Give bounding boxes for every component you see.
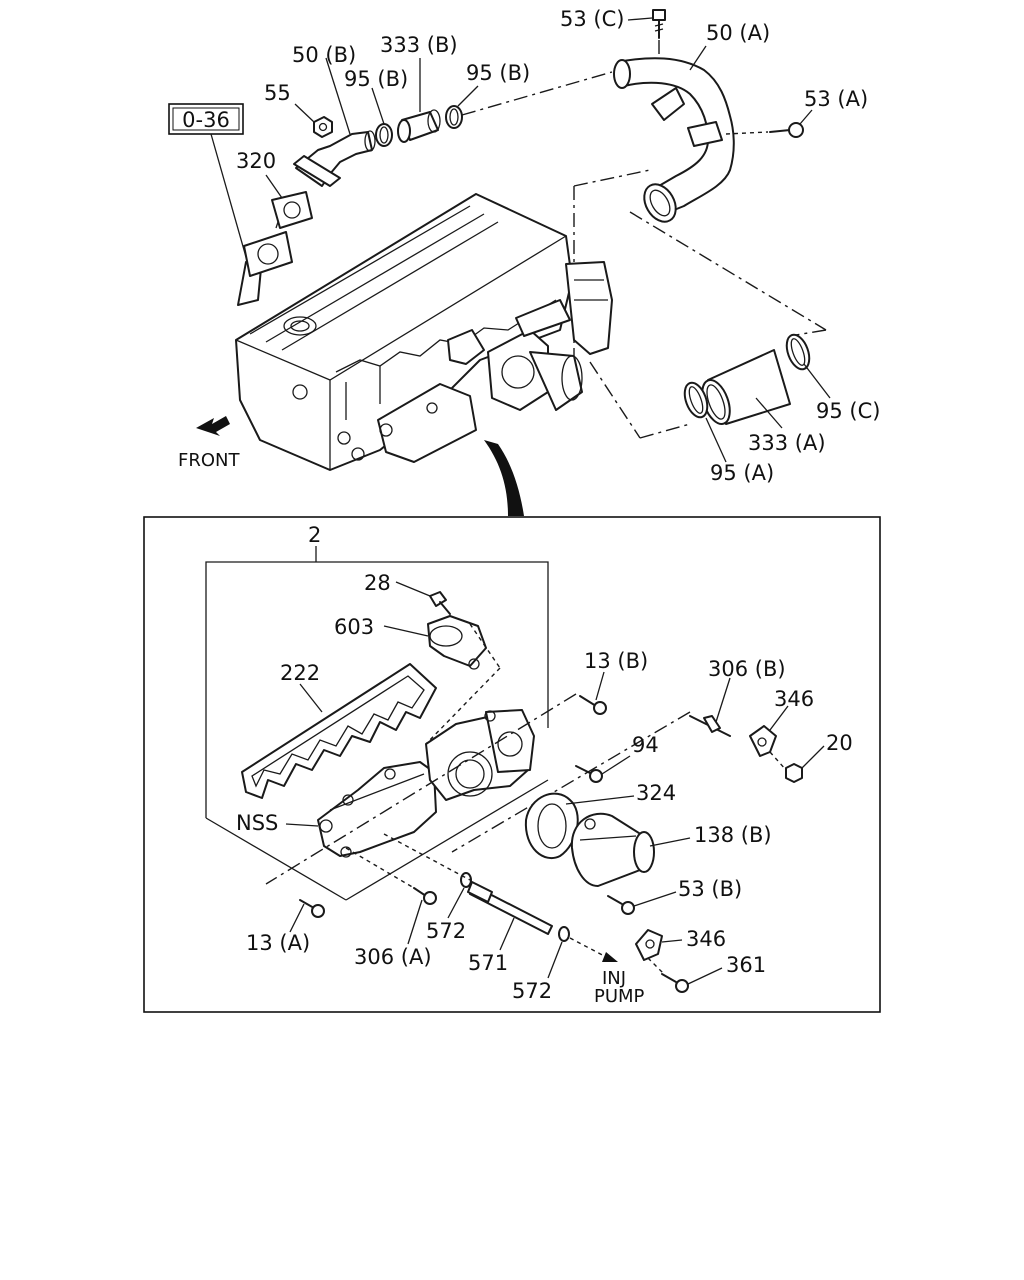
bolt-13a: [299, 899, 325, 918]
label-95a: 95 (A): [710, 461, 774, 485]
pipe-571: [467, 881, 553, 935]
label-13b: 13 (B): [584, 649, 648, 673]
bracket-346-upper: [749, 725, 777, 757]
elbow-pipe-50b: [293, 130, 376, 187]
label-361: 361: [726, 953, 766, 977]
label-346-lower: 346: [686, 927, 726, 951]
engine-intake-assembly: [377, 299, 583, 463]
bolt-53a: [769, 122, 804, 138]
label-222: 222: [280, 661, 320, 685]
bracket-346-lower: [635, 929, 663, 961]
label-13a: 13 (A): [246, 931, 310, 955]
label-nss: NSS: [236, 811, 278, 835]
bolt-53b: [607, 895, 635, 915]
reference-box[interactable]: 0-36: [168, 103, 244, 135]
o-ring-572-right: [558, 926, 570, 942]
label-95b-right: 95 (B): [466, 61, 530, 85]
label-28: 28: [364, 571, 391, 595]
label-138b: 138 (B): [694, 823, 772, 847]
label-572-right: 572: [512, 979, 552, 1003]
clamp-95b-right: [445, 105, 463, 129]
hose-333b: [397, 109, 441, 143]
valve-603: [427, 615, 487, 670]
front-label: FRONT: [178, 450, 240, 471]
stud-306b: [689, 715, 731, 737]
gasket-320: [271, 191, 313, 229]
front-arrow: FRONT: [178, 416, 240, 471]
label-2: 2: [308, 523, 321, 547]
label-306b: 306 (B): [708, 657, 786, 681]
label-53b: 53 (B): [678, 877, 742, 901]
clamp-95a: [683, 381, 709, 419]
label-346-upper: 346: [774, 687, 814, 711]
label-94: 94: [632, 733, 659, 757]
detail-frame: [143, 516, 881, 1013]
inj-label: INJ: [602, 968, 626, 989]
label-572-left: 572: [426, 919, 466, 943]
intake-manifold-housing: [317, 709, 535, 858]
label-50b: 50 (B): [292, 43, 356, 67]
label-95b-left: 95 (B): [344, 67, 408, 91]
bolt-13b: [579, 695, 607, 715]
nut-20: [785, 763, 803, 783]
group-2-bracket: [205, 546, 549, 901]
bolt-28: [429, 591, 451, 615]
label-571: 571: [468, 951, 508, 975]
engine-block: [235, 193, 613, 471]
clamp-95c: [785, 333, 811, 371]
label-20: 20: [826, 731, 853, 755]
bolt-361: [661, 973, 689, 993]
label-320: 320: [236, 149, 276, 173]
gasket-222: [241, 663, 437, 799]
bolt-94: [575, 765, 603, 783]
bolt-53c: [652, 9, 666, 39]
label-95c: 95 (C): [816, 399, 880, 423]
nut-55: [313, 116, 333, 138]
label-53a: 53 (A): [804, 87, 868, 111]
detail-arrow: [484, 440, 524, 516]
label-333b: 333 (B): [380, 33, 458, 57]
label-306a: 306 (A): [354, 945, 432, 969]
label-50a: 50 (A): [706, 21, 770, 45]
label-55: 55: [264, 81, 291, 105]
elbow-138b: [570, 812, 655, 887]
label-603: 603: [334, 615, 374, 639]
pump-label: PUMP: [594, 986, 645, 1007]
label-324: 324: [636, 781, 676, 805]
reference-box-label: 0-36: [182, 108, 230, 132]
hose-333a: [701, 349, 791, 425]
label-53c: 53 (C): [560, 7, 624, 31]
bolt-306a: [413, 887, 437, 905]
pipe-50a: [613, 57, 735, 223]
clamp-95b-left: [375, 123, 393, 147]
label-333a: 333 (A): [748, 431, 826, 455]
